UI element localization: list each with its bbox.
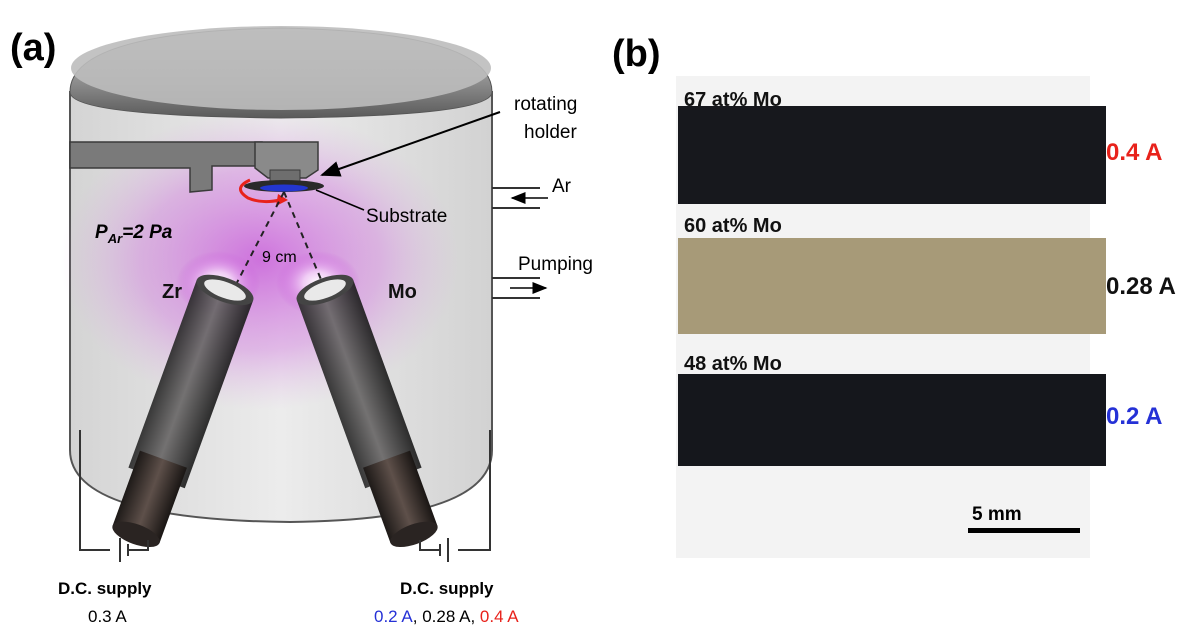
scale-bar-label: 5 mm [972,504,1022,525]
sample-current: 0.28 A [1106,273,1176,300]
trajectory-right [283,191,329,297]
pumping-label: Pumping [518,254,593,275]
distance-label: 9 cm [262,249,297,266]
sample-composition: 48 at% Mo [684,353,782,375]
sputtering-chamber-diagram [60,26,548,562]
lid-top [71,26,491,110]
supply-left-label: D.C. supply [58,579,152,598]
film-strip [678,238,1106,334]
rotating-holder-label-2: holder [524,122,577,143]
pump-tube [492,277,540,299]
gas-inlet-tube [492,187,540,209]
holder-callout [320,111,501,177]
supply-right-label: D.C. supply [400,579,494,598]
circuit-right [419,430,491,562]
target-zr-label: Zr [162,281,182,303]
supply-right-currents: 0.2 A, 0.28 A, 0.4 A [374,607,519,626]
magnetron-left [112,274,254,548]
circuit-left [79,430,149,562]
rotation-arrow-icon [239,178,281,204]
scale-bar [968,528,1080,533]
panel-a-label: (a) [10,27,56,69]
holder-head [254,141,319,179]
sample-composition: 60 at% Mo [684,215,782,237]
substrate-blue [260,184,308,192]
target-mo-label: Mo [388,281,417,303]
pressure-label: PAr=2 Pa [95,222,173,246]
sample-current: 0.2 A [1106,403,1162,430]
supply-left-current: 0.3 A [88,607,127,626]
panel-b-label: (b) [612,33,661,75]
trajectory-left [229,191,285,297]
film-strip [678,374,1106,466]
substrate-callout [315,189,365,211]
sample-current: 0.4 A [1106,139,1162,166]
ar-label: Ar [552,176,572,197]
substrate-label: Substrate [366,206,447,227]
film-strip [678,106,1106,204]
rotating-holder-label-1: rotating [514,94,577,115]
magnetron-right [296,274,438,548]
sample-composition: 67 at% Mo [684,89,782,111]
